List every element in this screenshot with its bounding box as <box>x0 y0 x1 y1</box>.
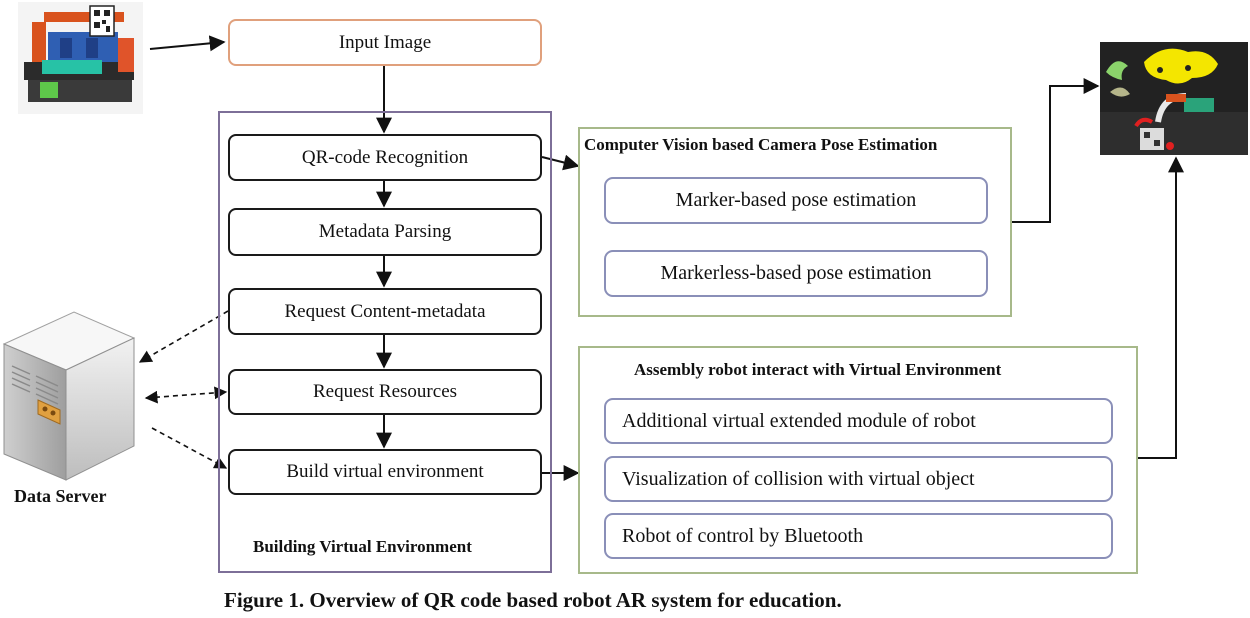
interact-group-title: Assembly robot interact with Virtual Env… <box>634 360 1002 379</box>
dashed-server-resources <box>144 386 228 404</box>
pose-group-title: Computer Vision based Camera Pose Estima… <box>584 135 938 154</box>
pose-item-label: Markerless-based pose estimation <box>660 262 932 284</box>
server-icon <box>0 308 140 483</box>
robot-photo <box>18 2 143 114</box>
robot-interact-group <box>578 346 1138 574</box>
interact-item-bluetooth: Robot of control by Bluetooth <box>604 513 1113 559</box>
step-request-resources: Request Resources <box>228 369 542 415</box>
arrow-interact-to-ar <box>1138 156 1184 459</box>
data-server-label: Data Server <box>14 486 107 506</box>
pose-item-label: Marker-based pose estimation <box>675 189 917 211</box>
interact-item-label: Visualization of collision with virtual … <box>622 467 975 490</box>
arrow-robot-to-input <box>149 35 226 52</box>
step-label: Request Resources <box>312 381 458 402</box>
step-metadata-parsing: Metadata Parsing <box>228 208 542 256</box>
step-label: Metadata Parsing <box>318 221 452 242</box>
interact-item-label: Robot of control by Bluetooth <box>622 524 864 547</box>
step-build-virtual-environment: Build virtual environment <box>228 449 542 495</box>
step-request-content-metadata: Request Content-metadata <box>228 288 542 335</box>
arrow-qr-to-pose <box>541 154 580 171</box>
step-qr-recognition: QR-code Recognition <box>228 134 542 181</box>
marker-based-pose-box: Marker-based pose estimation <box>604 177 988 224</box>
step-label: Build virtual environment <box>286 461 484 482</box>
building-group-title: Building Virtual Environment <box>253 537 472 556</box>
interact-item-label: Additional virtual extended module of ro… <box>622 409 976 432</box>
interact-item-collision: Visualization of collision with virtual … <box>604 456 1113 502</box>
input-image-label: Input Image <box>338 31 432 53</box>
interact-item-extended-module: Additional virtual extended module of ro… <box>604 398 1113 444</box>
markerless-based-pose-box: Markerless-based pose estimation <box>604 250 988 297</box>
building-virtual-environment-group <box>218 111 552 573</box>
dashed-request-to-server <box>138 310 229 363</box>
pose-estimation-group <box>578 127 1012 317</box>
input-image-box: Input Image <box>228 19 542 66</box>
figure-caption: Figure 1. Overview of QR code based robo… <box>224 588 842 612</box>
arrow-pose-to-ar <box>1012 78 1100 223</box>
dashed-server-to-build <box>151 427 228 469</box>
step-label: QR-code Recognition <box>301 146 469 168</box>
step-label: Request Content-metadata <box>284 300 486 322</box>
ar-result-screenshot <box>1100 42 1248 155</box>
